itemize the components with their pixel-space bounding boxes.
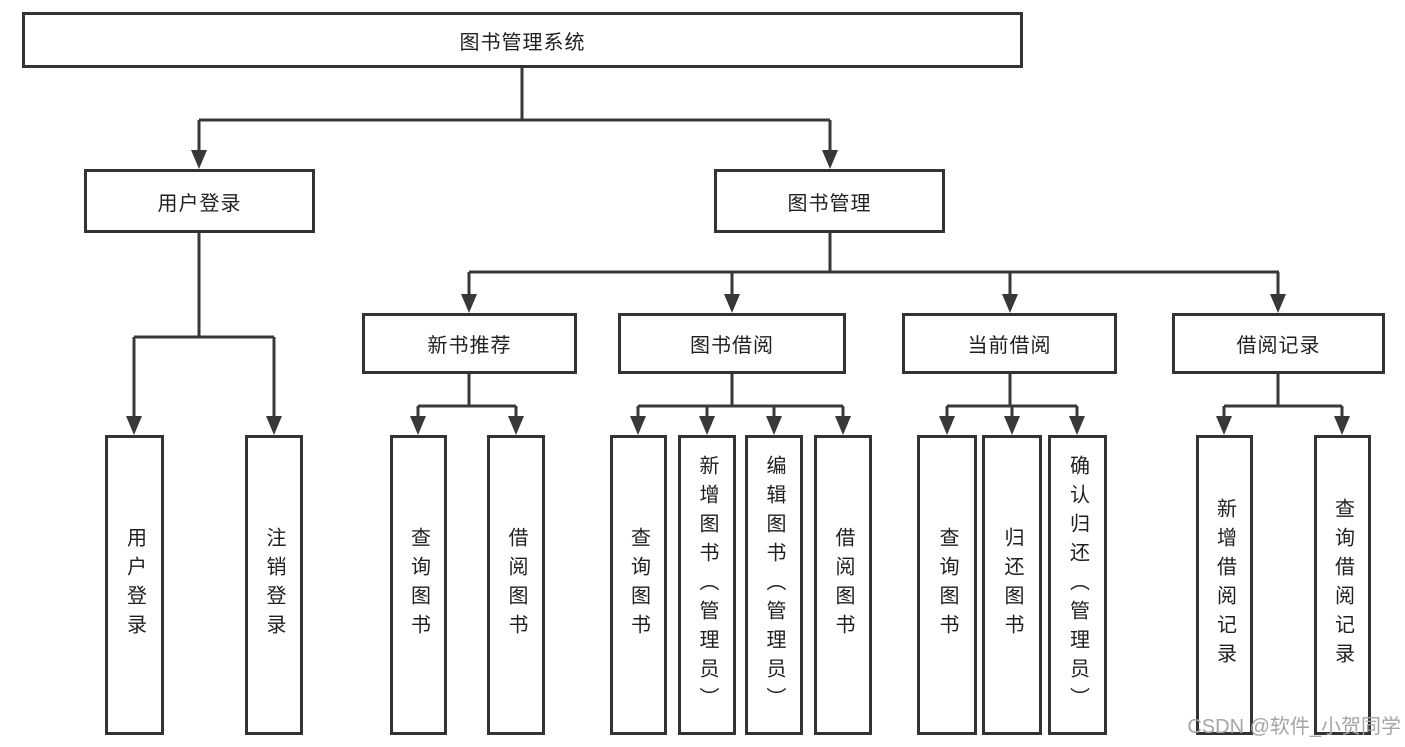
leaf-label: 新增借阅记录 xyxy=(1213,498,1236,672)
connector-to-leaf xyxy=(841,406,845,418)
connector-to-leaf xyxy=(1340,406,1344,418)
connector-root-drop xyxy=(520,67,524,121)
connector-to-leaf xyxy=(772,406,776,418)
leaf-label: 编辑图书（管理员） xyxy=(763,454,785,716)
leaf-return-books: 归还图书 xyxy=(982,435,1042,735)
node-book-borrow-label: 图书借阅 xyxy=(690,335,774,357)
leaf-label: 查询图书 xyxy=(936,527,958,643)
leaf-label: 查询借阅记录 xyxy=(1331,498,1354,672)
arrowhead-down-icon xyxy=(508,416,524,435)
leaf-query-borrow-record: 查询借阅记录 xyxy=(1314,435,1371,735)
node-current-borrow: 当前借阅 xyxy=(902,313,1117,374)
connector-to-current-borrow xyxy=(1008,272,1012,296)
connector-book-mgmt-bus xyxy=(469,270,1279,274)
connector-group-bus xyxy=(1224,404,1342,408)
connector-group-drop xyxy=(467,373,471,407)
arrowhead-down-icon xyxy=(1004,416,1020,435)
arrowhead-down-icon xyxy=(630,416,646,435)
node-book-borrow: 图书借阅 xyxy=(618,313,846,374)
connector-to-borrow-records xyxy=(1276,272,1280,296)
leaf-query-books: 查询图书 xyxy=(390,435,447,735)
leaf-label: 确认归还（管理员） xyxy=(1066,454,1089,716)
node-root-label: 图书管理系统 xyxy=(459,31,586,54)
leaf-query-books: 查询图书 xyxy=(917,435,977,735)
leaf-add-borrow-record: 新增借阅记录 xyxy=(1196,435,1253,735)
node-user-login: 用户登录 xyxy=(84,169,315,233)
leaf-label: 新增图书（管理员） xyxy=(696,454,718,716)
arrowhead-down-icon xyxy=(724,294,740,313)
node-user-login-label: 用户登录 xyxy=(157,192,242,215)
connector-to-leaf xyxy=(132,337,136,417)
connector-book-mgmt-drop xyxy=(828,233,832,273)
node-current-borrow-label: 当前借阅 xyxy=(967,335,1052,357)
leaf-label: 借阅图书 xyxy=(505,527,527,643)
connector-user-login-drop xyxy=(197,233,201,338)
arrowhead-down-icon xyxy=(939,416,955,435)
arrowhead-down-icon xyxy=(1216,416,1232,435)
node-new-book-recommend-label: 新书推荐 xyxy=(427,335,512,357)
leaf-borrow-books: 借阅图书 xyxy=(487,435,545,735)
connector-to-leaf xyxy=(945,406,949,418)
arrowhead-down-icon xyxy=(1069,416,1085,435)
connector-to-new-book xyxy=(467,272,471,296)
connector-to-book-management xyxy=(828,120,832,152)
node-borrow-records-label: 借阅记录 xyxy=(1236,335,1321,357)
arrowhead-down-icon xyxy=(699,416,715,435)
connector-to-leaf xyxy=(1222,406,1226,418)
connector-to-leaf xyxy=(514,406,518,418)
arrowhead-down-icon xyxy=(1270,294,1286,313)
leaf-edit-book-admin: 编辑图书（管理员） xyxy=(745,435,803,735)
leaf-label: 归还图书 xyxy=(1001,527,1023,643)
node-book-management: 图书管理 xyxy=(714,169,945,233)
connector-to-user-login xyxy=(197,120,201,152)
leaf-logout-login: 注销登录 xyxy=(245,435,303,735)
node-borrow-records: 借阅记录 xyxy=(1172,313,1385,374)
leaf-confirm-return-admin: 确认归还（管理员） xyxy=(1048,435,1107,735)
connector-group-bus xyxy=(638,404,843,408)
connector-to-book-borrow xyxy=(730,272,734,296)
arrowhead-down-icon xyxy=(1002,294,1018,313)
connector-root-bus xyxy=(199,118,830,122)
leaf-query-books: 查询图书 xyxy=(610,435,667,735)
connector-to-leaf xyxy=(1010,406,1014,418)
arrowhead-down-icon xyxy=(461,294,477,313)
arrowhead-down-icon xyxy=(126,416,142,435)
connector-to-leaf xyxy=(636,406,640,418)
csdn-watermark: CSDN @软件_小贺同学 xyxy=(1187,716,1401,738)
arrowhead-down-icon xyxy=(835,416,851,435)
arrowhead-down-icon xyxy=(822,150,838,169)
connector-to-leaf xyxy=(416,406,420,418)
leaf-label: 借阅图书 xyxy=(832,527,854,643)
leaf-borrow-books: 借阅图书 xyxy=(814,435,872,735)
node-new-book-recommend: 新书推荐 xyxy=(362,313,577,374)
leaf-label: 查询图书 xyxy=(407,527,430,643)
leaf-add-book-admin: 新增图书（管理员） xyxy=(678,435,736,735)
connector-group-drop xyxy=(1276,373,1280,407)
arrowhead-down-icon xyxy=(1334,416,1350,435)
connector-group-drop xyxy=(1008,373,1012,407)
connector-to-leaf xyxy=(705,406,709,418)
arrowhead-down-icon xyxy=(766,416,782,435)
arrowhead-down-icon xyxy=(266,416,282,435)
node-book-management-label: 图书管理 xyxy=(787,192,872,215)
leaf-label: 注销登录 xyxy=(263,527,285,643)
connector-group-bus xyxy=(418,404,516,408)
arrowhead-down-icon xyxy=(410,416,426,435)
connector-user-login-bus xyxy=(134,335,274,339)
arrowhead-down-icon xyxy=(191,150,207,169)
leaf-label: 用户登录 xyxy=(123,527,146,643)
connector-group-drop xyxy=(730,373,734,407)
connector-to-leaf xyxy=(272,337,276,417)
node-root: 图书管理系统 xyxy=(22,12,1023,68)
leaf-label: 查询图书 xyxy=(627,527,650,643)
connector-to-leaf xyxy=(1075,406,1079,418)
leaf-user-login: 用户登录 xyxy=(105,435,164,735)
